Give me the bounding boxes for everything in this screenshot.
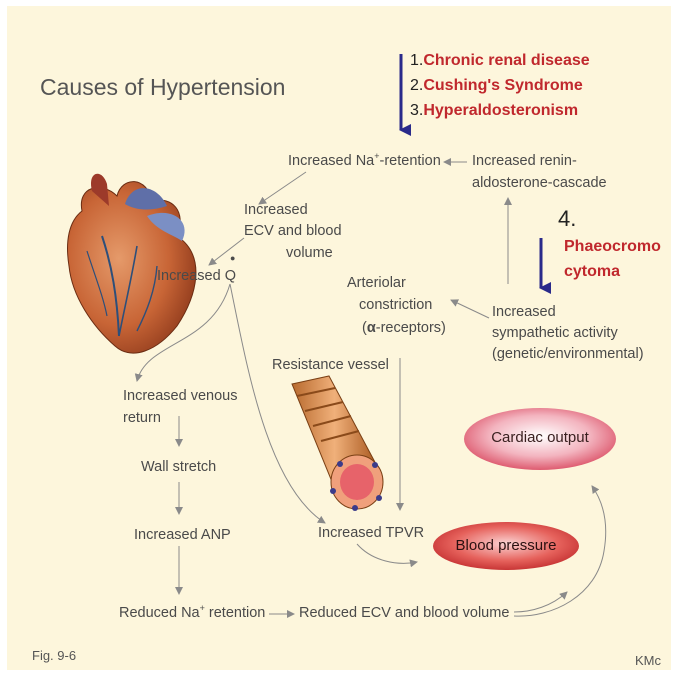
- renin-node-line-2: aldosterone-cascade: [472, 174, 607, 193]
- cause-4-line-1: Phaeocromo: [564, 237, 661, 256]
- cause-1: 1.Chronic renal disease: [410, 51, 590, 70]
- na-retention-node: Increased Na+-retention: [288, 152, 441, 171]
- cause-2-label: Cushing's Syndrome: [423, 77, 582, 94]
- cause-3-number: 3.: [410, 102, 423, 119]
- symp-node-line-3: (genetic/environmental): [492, 345, 644, 364]
- venous-node-line-2: return: [123, 409, 161, 428]
- cause-3: 3.Hyperaldosteronism: [410, 101, 578, 120]
- symp-node-line-2: sympathetic activity: [492, 324, 618, 343]
- venous-node-line-1: Increased venous: [123, 387, 237, 406]
- wall-stretch-node: Wall stretch: [141, 458, 216, 477]
- cause-4-line-2: cytoma: [564, 262, 620, 281]
- reduced-ecv-node: Reduced ECV and blood volume: [299, 604, 509, 623]
- na-retention-suffix: -retention: [380, 153, 441, 169]
- increased-q-text: Increased Q: [157, 268, 236, 284]
- cause-1-label: Chronic renal disease: [423, 52, 589, 69]
- alpha-symbol: α: [367, 320, 376, 336]
- ecv-node-line-3: volume: [286, 244, 333, 263]
- reduced-na-node: Reduced Na+ retention: [119, 604, 265, 623]
- receptors-text: -receptors): [376, 320, 446, 336]
- cause-1-number: 1.: [410, 52, 423, 69]
- arteriolar-node-line-2: constriction: [359, 296, 432, 315]
- blood-pressure-label: Blood pressure: [433, 537, 579, 554]
- anp-node: Increased ANP: [134, 526, 231, 545]
- reduced-na-suffix: retention: [205, 605, 265, 621]
- cardiac-output-label: Cardiac output: [464, 429, 616, 446]
- slide: Causes of Hypertension 1.Chronic renal d…: [7, 6, 671, 670]
- q-dot: ●: [230, 254, 235, 263]
- resistance-vessel-label: Resistance vessel: [272, 356, 389, 375]
- increased-q-node: Increased Q: [157, 267, 236, 286]
- cause-4-number: 4.: [558, 209, 576, 228]
- reduced-na-text: Reduced Na: [119, 605, 200, 621]
- na-retention-text: Increased Na: [288, 153, 374, 169]
- renin-node-line-1: Increased renin-: [472, 152, 577, 171]
- cause-2-number: 2.: [410, 77, 423, 94]
- cause-3-label: Hyperaldosteronism: [423, 102, 578, 119]
- ecv-node-line-2: ECV and blood: [244, 222, 342, 241]
- figure-label: Fig. 9-6: [32, 646, 76, 665]
- ecv-node-line-1: Increased: [244, 201, 308, 220]
- cause-2: 2.Cushing's Syndrome: [410, 76, 583, 95]
- arteriolar-node-line-3: (α-receptors): [362, 319, 446, 338]
- resistance-vessel-illustration: [292, 376, 383, 511]
- heart-illustration: [68, 174, 196, 353]
- tpvr-node: Increased TPVR: [318, 524, 424, 543]
- page-title: Causes of Hypertension: [40, 78, 285, 97]
- arteriolar-node-line-1: Arteriolar: [347, 274, 406, 293]
- symp-node-line-1: Increased: [492, 303, 556, 322]
- author-label: KMc: [635, 651, 661, 670]
